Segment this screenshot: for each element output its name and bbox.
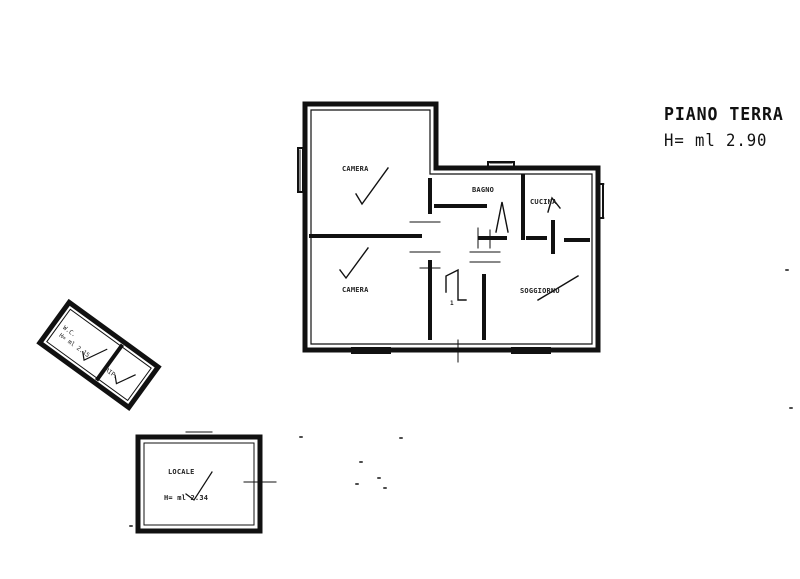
plan-height-note: H= ml 2.90 — [664, 131, 768, 151]
main-building-inner-walls — [310, 109, 593, 345]
plan-title-block: PIANO TERRA H= ml 2.90 — [664, 104, 794, 151]
room-label-camera-1: CAMERA — [342, 165, 369, 173]
room-label-cucina: CUCINA — [530, 198, 557, 206]
interior-walls — [309, 174, 590, 340]
room-label-soggiorno: SOGGIORNO — [520, 287, 560, 295]
door-markings — [299, 149, 605, 363]
window-marks — [297, 147, 604, 354]
room-label-camera-2: CAMERA — [342, 286, 369, 294]
annex-label: LOCALE — [168, 468, 195, 476]
room-label-bagno: BAGNO — [472, 186, 495, 194]
plan-title: PIANO TERRA — [664, 104, 784, 125]
small-rotated-building — [36, 298, 162, 411]
handwritten-check-marks — [339, 167, 579, 301]
main-building-walls — [302, 101, 601, 353]
room-marker-number: 1 — [450, 300, 454, 307]
scan-specks — [129, 269, 793, 527]
annex-height-note: H= ml 2.34 — [164, 494, 209, 502]
annex-building-walls — [135, 431, 277, 534]
